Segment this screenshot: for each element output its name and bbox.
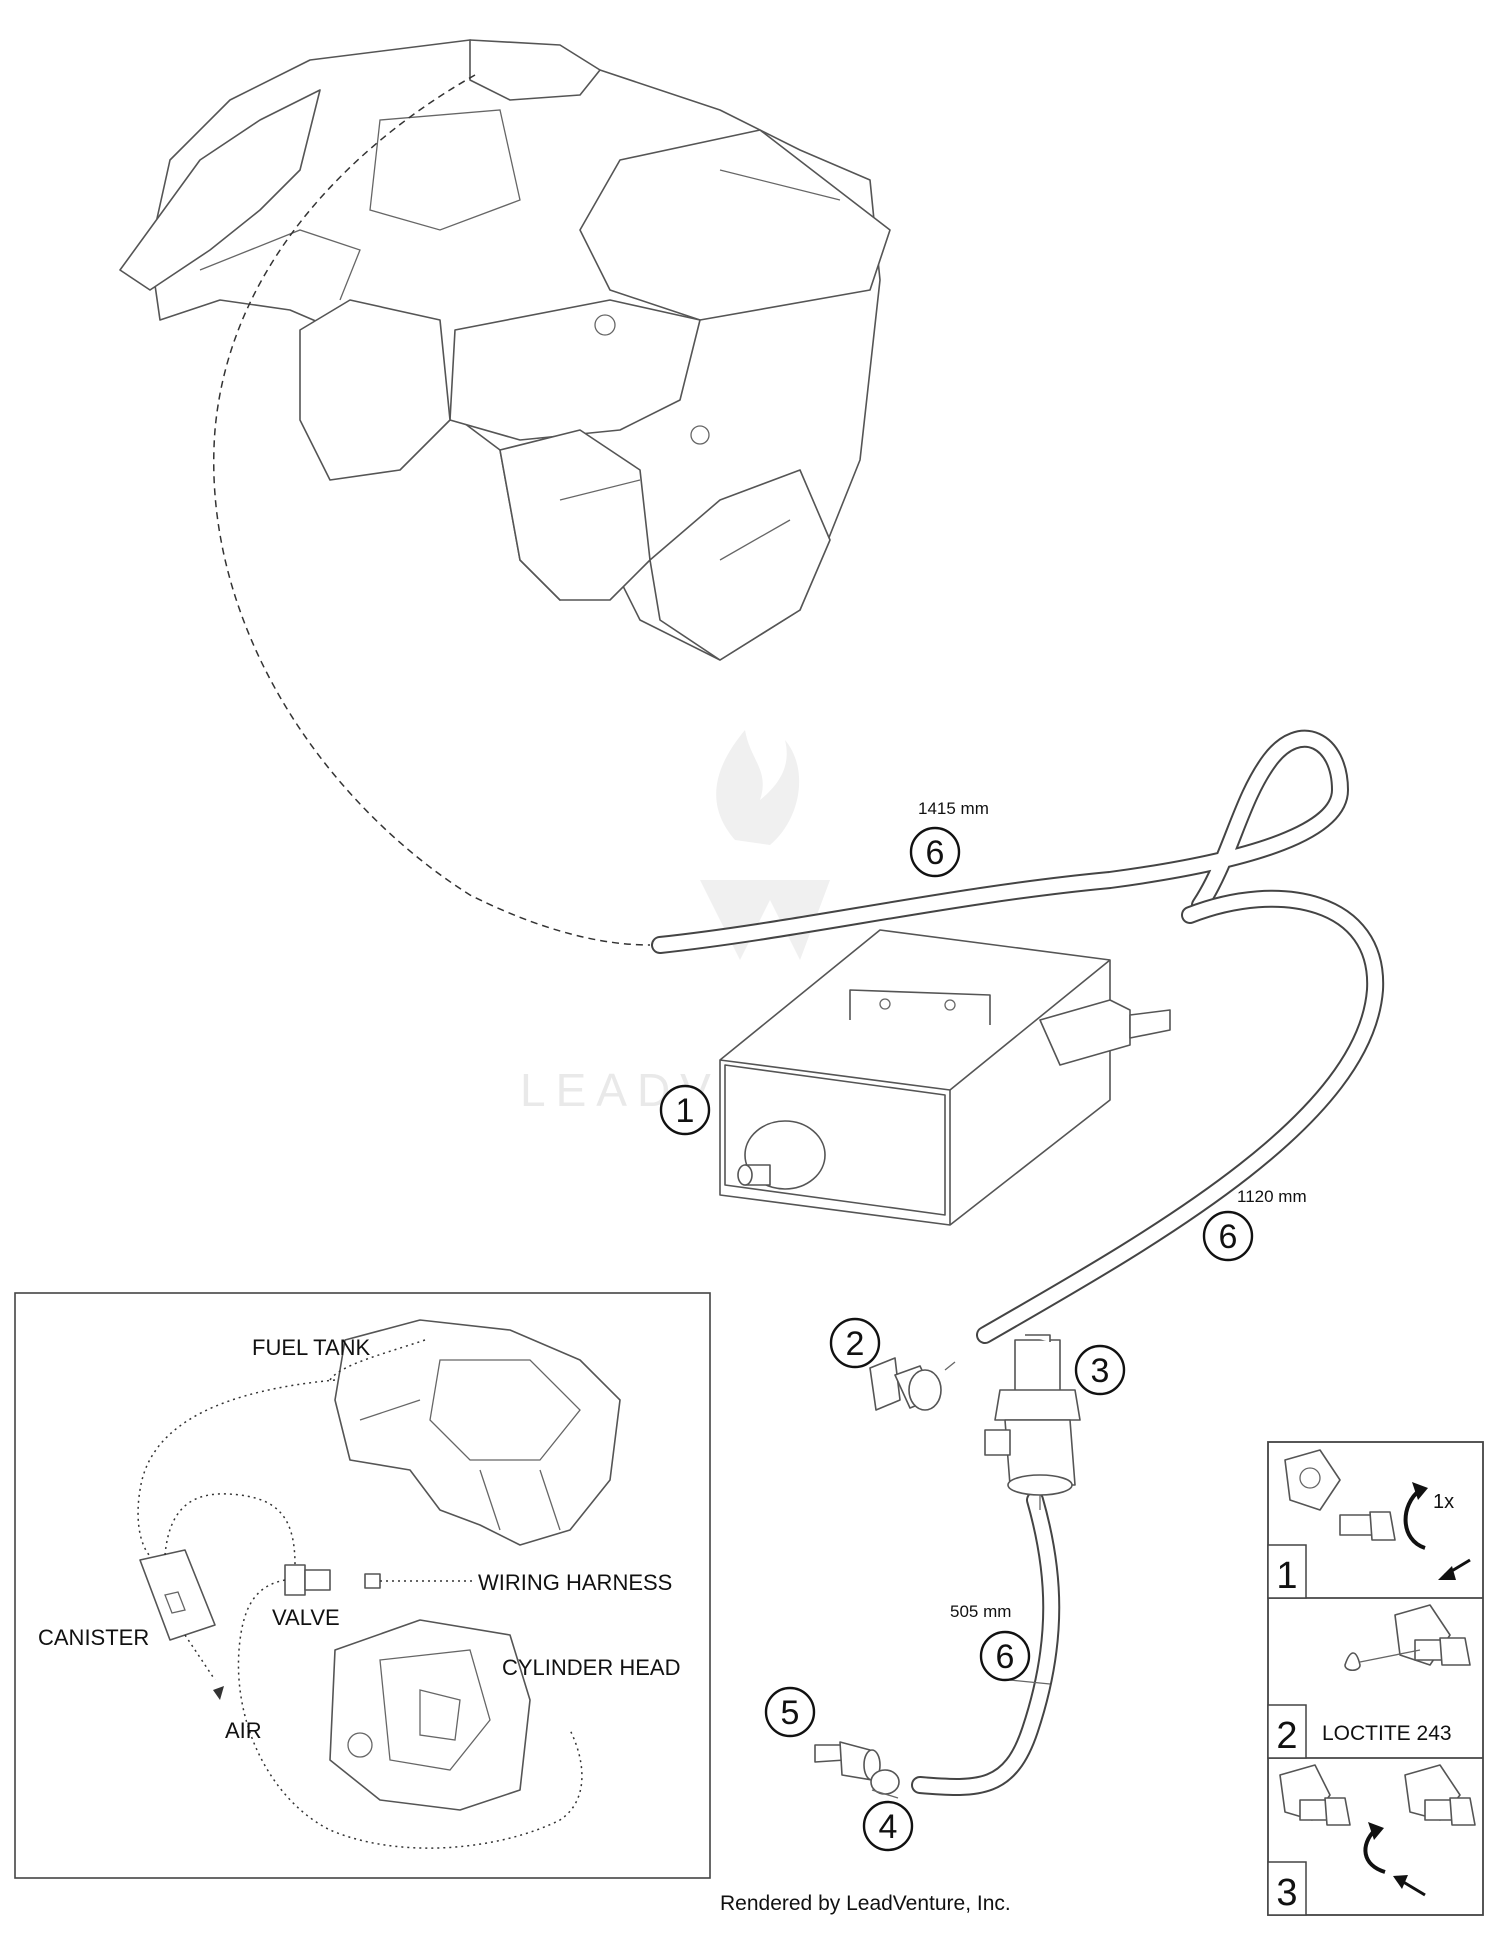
dim-label-1415: 1415 mm (918, 799, 989, 818)
svg-text:5: 5 (781, 1694, 800, 1732)
fitting-part-2 (869, 1357, 956, 1411)
svg-text:6: 6 (996, 1638, 1015, 1676)
hose-505 (911, 1491, 1061, 1796)
hose-1120 (976, 889, 1385, 1344)
label-cylinder-head: CYLINDER HEAD (502, 1655, 680, 1680)
fuel-tank-drawing (119, 39, 891, 661)
label-fuel-tank: FUEL TANK (252, 1335, 371, 1360)
hose-1415 (651, 729, 1350, 954)
svg-text:3: 3 (1091, 1352, 1110, 1390)
dim-label-1120: 1120 mm (1237, 1187, 1307, 1206)
step-2-number: 2 (1276, 1715, 1297, 1757)
vent-line (213, 74, 651, 946)
svg-text:6: 6 (926, 834, 945, 872)
credit-text: Rendered by LeadVenture, Inc. (720, 1892, 1011, 1915)
canister-drawing (719, 929, 1171, 1226)
step-3: 3 (1267, 1764, 1476, 1916)
step-3-number: 3 (1276, 1872, 1297, 1914)
callout-6-low[interactable]: 6 (979, 1630, 1031, 1682)
step-panels: 1 1x 2 LOCTITE 243 3 (1267, 1441, 1484, 1916)
svg-text:1: 1 (676, 1092, 695, 1130)
step-2: 2 LOCTITE 243 (1267, 1604, 1471, 1759)
callout-2[interactable]: 2 (829, 1317, 881, 1369)
svg-text:2: 2 (846, 1325, 865, 1363)
clamp-part-4 (870, 1769, 900, 1799)
step-1: 1 1x (1267, 1449, 1471, 1599)
dim-label-505: 505 mm (950, 1602, 1011, 1621)
nipple-part-5 (814, 1741, 881, 1781)
callout-3[interactable]: 3 (1074, 1344, 1126, 1396)
valve-part-3 (984, 1334, 1081, 1510)
callout-1[interactable]: 1 (659, 1084, 711, 1136)
svg-text:4: 4 (879, 1808, 898, 1846)
label-air: AIR (225, 1718, 262, 1743)
step-2-note: LOCTITE 243 (1322, 1722, 1452, 1745)
callout-6-top[interactable]: 6 (909, 826, 961, 878)
label-valve: VALVE (272, 1605, 340, 1630)
label-canister: CANISTER (38, 1625, 149, 1650)
step-1-note: 1x (1433, 1491, 1454, 1513)
label-wiring-harness: WIRING HARNESS (478, 1570, 672, 1595)
inset-schematic: FUEL TANK CANISTER VALVE WIRING HARNESS … (14, 1292, 711, 1879)
step-1-number: 1 (1276, 1555, 1297, 1597)
callout-5[interactable]: 5 (764, 1686, 816, 1738)
callout-4[interactable]: 4 (862, 1800, 914, 1852)
svg-text:6: 6 (1219, 1218, 1238, 1256)
callout-6-mid[interactable]: 6 (1202, 1210, 1254, 1262)
